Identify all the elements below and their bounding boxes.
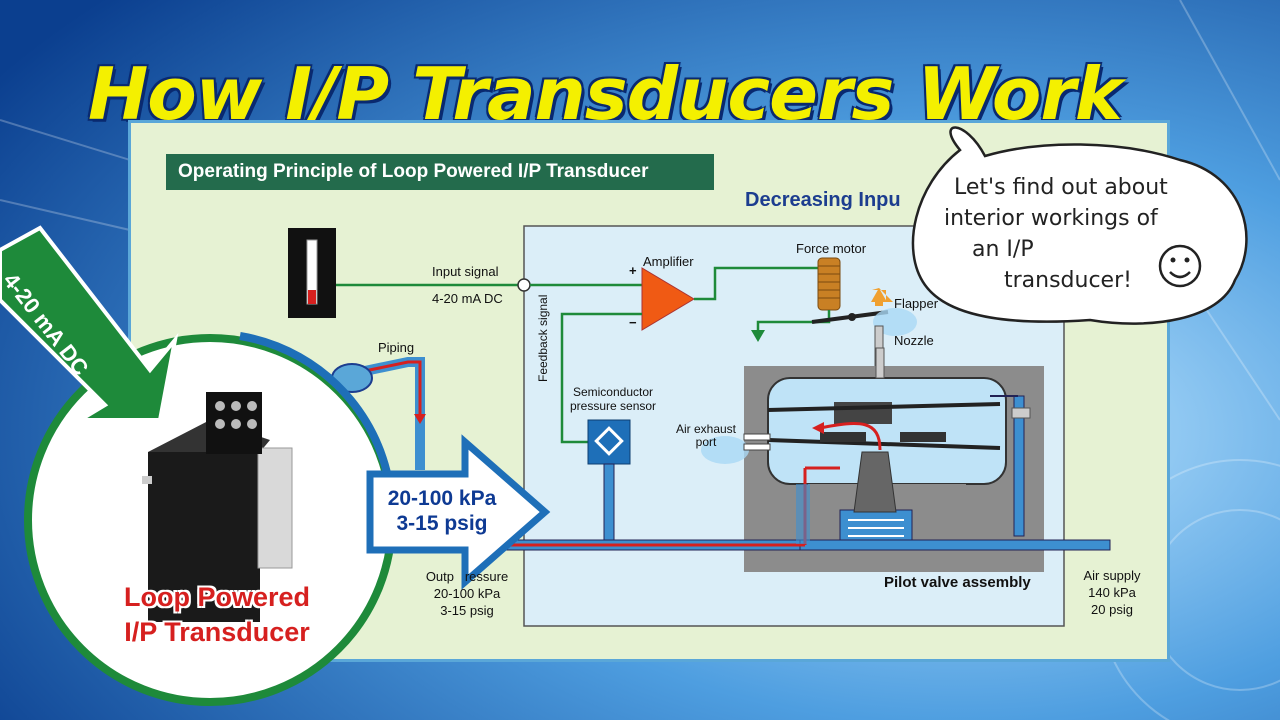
bubble-line2: interior workings of	[944, 206, 1158, 231]
exhaust-air-cloud	[701, 436, 749, 464]
feedback-signal-label: Feedback signal	[536, 294, 550, 382]
smiley-icon	[1158, 244, 1202, 288]
nozzle-air-cloud	[873, 308, 917, 336]
air-supply-line2: 140 kPa	[1088, 585, 1136, 600]
device-label: Loop Powered I/P Transducer	[92, 580, 342, 650]
flapper-up-arrow	[872, 288, 893, 302]
air-supply-line3: 20 psig	[1091, 602, 1133, 617]
pressure-output-arrow	[366, 434, 551, 590]
bubble-line3: an I/P	[972, 237, 1034, 262]
arrow-line1: 20-100 kPa	[387, 487, 497, 510]
mode-label: Decreasing Inpu	[745, 189, 901, 211]
device-label-line2: I/P Transducer	[124, 617, 310, 647]
bubble-line4: transducer!	[1004, 268, 1132, 293]
output-label-line2: 20-100 kPa	[433, 586, 501, 601]
sensor-label-line1: Semiconductor	[572, 385, 654, 399]
sensor-label: Semiconductor pressure sensor	[570, 385, 656, 413]
piping-label: Piping	[378, 340, 415, 355]
amplifier-minus: −	[629, 315, 637, 330]
output-label-line1: Outp ressure	[425, 569, 509, 584]
amplifier-output-line	[694, 266, 818, 301]
force-motor-label: Force motor	[796, 241, 867, 256]
input-terminal	[517, 278, 531, 292]
force-motor-return-line	[756, 310, 831, 332]
bubble-line1: Let's find out about	[954, 175, 1168, 200]
flapper-label: Flapper	[894, 296, 939, 311]
air-supply-label: Air supply 140 kPa 20 psig	[1070, 567, 1154, 618]
exhaust-label-line1: Air exhaust	[675, 422, 737, 436]
pressure-output-arrow-label: 20-100 kPa 3-15 psig	[372, 486, 512, 536]
amplifier-label: Amplifier	[643, 254, 694, 269]
ma-input-arrow	[0, 225, 179, 422]
output-label-line3: 3-15 psig	[440, 603, 494, 618]
exhaust-label: Air exhaust port	[668, 423, 744, 449]
nozzle-label: Nozzle	[894, 333, 934, 348]
speech-bubble-text: Let's find out about interior workings o…	[944, 172, 1204, 296]
exhaust-flow-arrow	[819, 422, 882, 451]
return-arrowhead	[751, 330, 765, 342]
pilot-valve-label: Pilot valve assembly	[884, 574, 1031, 591]
air-supply-line1: Air supply	[1083, 568, 1141, 583]
input-gauge-level	[308, 290, 316, 304]
device-label-line1: Loop Powered	[123, 582, 310, 612]
transducer-device	[142, 392, 293, 622]
pilot-valve-plug	[853, 451, 897, 513]
input-signal-label: Input signal	[432, 264, 499, 279]
sensor-label-line2: pressure sensor	[570, 399, 657, 413]
input-range-label: 4-20 mA DC	[432, 291, 503, 306]
output-pressure-label: Outp ressure 20-100 kPa 3-15 psig	[412, 568, 522, 619]
exhaust-label-line2: port	[695, 435, 717, 449]
amplifier-plus: +	[629, 263, 637, 278]
diagram-header: Operating Principle of Loop Powered I/P …	[166, 154, 714, 190]
feedback-line	[560, 312, 642, 444]
arrow-line2: 3-15 psig	[396, 512, 488, 535]
amplifier-symbol	[641, 267, 695, 331]
